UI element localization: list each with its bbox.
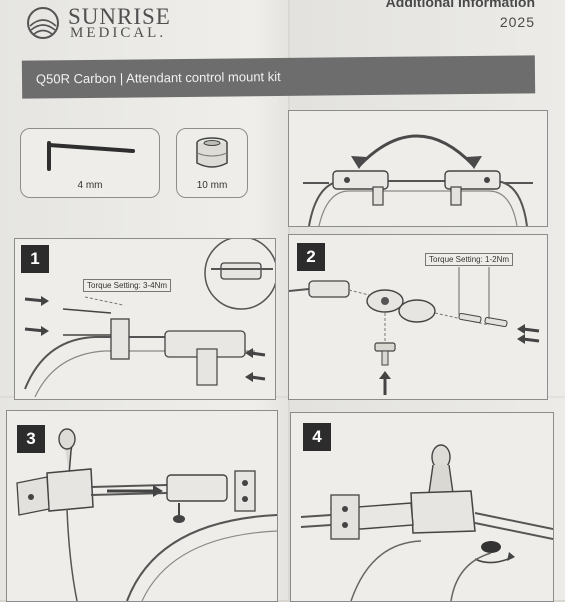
document-year: 2025 bbox=[499, 14, 535, 30]
step-2-illustration bbox=[289, 267, 540, 395]
document-title: Additional Information bbox=[385, 0, 535, 10]
sunrise-logo-icon bbox=[27, 7, 59, 39]
step-1-panel: 1 Torque Setting: 3-4Nm bbox=[14, 238, 276, 400]
step-4-illustration bbox=[300, 444, 553, 601]
step-2-torque-label: Torque Setting: 1-2Nm bbox=[425, 253, 514, 266]
step-4-badge: 4 bbox=[303, 423, 331, 451]
tool-card-socket: 10 mm bbox=[176, 128, 248, 198]
product-title: Q50R Carbon | Attendant control mount ki… bbox=[35, 68, 281, 87]
brand-subname: MEDICAL. bbox=[70, 25, 167, 41]
tool-label-socket: 10 mm bbox=[196, 180, 228, 191]
allen-key-icon bbox=[47, 141, 135, 171]
step-2-badge: 2 bbox=[297, 243, 325, 271]
brand-name: SUNRISE bbox=[68, 4, 171, 29]
step-1-torque-label: Torque Setting: 3-4Nm bbox=[83, 279, 172, 292]
overview-panel bbox=[288, 110, 548, 227]
tool-label-allen-key: 4 mm bbox=[77, 180, 103, 191]
step-3-illustration bbox=[16, 428, 277, 601]
tool-card-allen-key: 4 mm bbox=[20, 128, 160, 198]
step-3-badge: 3 bbox=[17, 425, 45, 453]
step-2-panel: 2 Torque Setting: 1-2Nm bbox=[288, 234, 548, 400]
product-title-bar: Q50R Carbon | Attendant control mount ki… bbox=[21, 55, 536, 99]
step-4-panel: 4 bbox=[290, 412, 554, 602]
sunrise-medical-logo: SUNRISE MEDICAL. bbox=[24, 2, 194, 44]
step-1-illustration bbox=[24, 239, 275, 398]
step-3-panel: 3 bbox=[6, 410, 278, 602]
step-1-badge: 1 bbox=[21, 245, 49, 273]
socket-icon bbox=[196, 137, 228, 168]
overview-illustration bbox=[303, 134, 533, 226]
paper-fold-horizontal bbox=[0, 396, 565, 398]
